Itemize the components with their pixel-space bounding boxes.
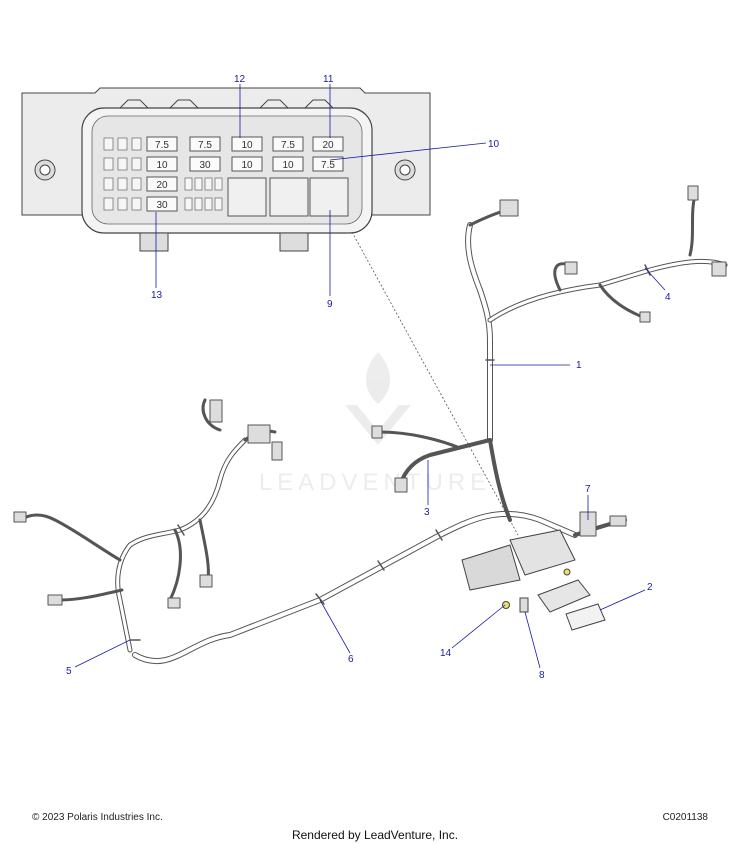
fuse-label-card bbox=[565, 603, 606, 631]
connector bbox=[47, 594, 63, 606]
terminal-slot bbox=[204, 197, 213, 211]
relay bbox=[269, 177, 309, 217]
terminal-slot bbox=[184, 177, 193, 191]
fuse-box-cover bbox=[537, 579, 606, 631]
terminal-slot bbox=[131, 197, 142, 211]
callout-8: 8 bbox=[539, 670, 545, 681]
fuse-label: 30 bbox=[199, 160, 211, 171]
fuse-row-4: 30 bbox=[146, 196, 178, 212]
connector bbox=[167, 597, 181, 609]
callout-labels: 1 2 3 4 5 6 7 8 9 10 11 12 13 14 bbox=[66, 74, 671, 681]
callout-11: 11 bbox=[323, 74, 334, 85]
terminal-slot bbox=[103, 137, 114, 151]
terminal-slot bbox=[214, 197, 223, 211]
callout-12: 12 bbox=[234, 74, 246, 85]
fuse-label: 7.5 bbox=[155, 140, 169, 151]
connector bbox=[609, 515, 627, 527]
terminal-slot bbox=[117, 157, 128, 171]
terminal-slot bbox=[131, 177, 142, 191]
connector bbox=[639, 311, 651, 323]
connector bbox=[271, 441, 283, 461]
callout-4: 4 bbox=[665, 292, 671, 303]
callout-6: 6 bbox=[348, 654, 354, 665]
callout-10: 10 bbox=[488, 139, 500, 150]
connector bbox=[499, 199, 519, 217]
connector bbox=[394, 477, 408, 493]
clip-part bbox=[519, 597, 529, 613]
fuse-label: 10 bbox=[282, 160, 294, 171]
terminal-slot bbox=[194, 197, 203, 211]
grommet-part bbox=[563, 568, 571, 576]
callout-leaders bbox=[74, 84, 666, 669]
terminal-slot bbox=[117, 197, 128, 211]
terminal-slot bbox=[117, 177, 128, 191]
fuse-label: 7.5 bbox=[321, 160, 335, 171]
installed-fuse-box bbox=[461, 529, 576, 591]
fuse-row-1: 7.5 7.5 10 7.5 20 bbox=[146, 136, 344, 152]
connector bbox=[209, 399, 223, 423]
callout-7: 7 bbox=[585, 484, 591, 495]
fuse-label: 20 bbox=[322, 140, 334, 151]
relay bbox=[227, 177, 267, 217]
terminal-slot bbox=[131, 137, 142, 151]
fuse-row-3: 20 bbox=[146, 176, 178, 192]
terminal-slot bbox=[214, 177, 223, 191]
leadventure-watermark: LEADVENTURE bbox=[259, 352, 491, 496]
fuse-box: 7.5 7.5 10 7.5 20 10 30 10 10 7.5 20 bbox=[21, 87, 431, 252]
connector bbox=[371, 425, 383, 439]
grommet-part bbox=[502, 601, 510, 609]
fuse-label: 7.5 bbox=[198, 140, 212, 151]
callout-5: 5 bbox=[66, 666, 72, 677]
terminal-slot bbox=[117, 137, 128, 151]
relay bbox=[309, 177, 349, 217]
fuse-label: 20 bbox=[156, 180, 168, 191]
callout-14: 14 bbox=[440, 648, 452, 659]
callout-1: 1 bbox=[576, 360, 582, 371]
terminal-slot bbox=[103, 177, 114, 191]
terminal-slot bbox=[131, 157, 142, 171]
connector bbox=[711, 261, 727, 277]
fuse-label: 7.5 bbox=[281, 140, 295, 151]
connector bbox=[247, 424, 271, 444]
callout-9: 9 bbox=[327, 299, 333, 310]
fuse-row-2: 10 30 10 10 7.5 bbox=[146, 156, 344, 172]
terminal-slot bbox=[184, 197, 193, 211]
terminal-slot bbox=[194, 177, 203, 191]
rendered-by-link[interactable]: Rendered by LeadVenture, Inc. bbox=[291, 828, 459, 842]
terminal-slot bbox=[204, 177, 213, 191]
connector bbox=[564, 261, 578, 275]
fuse-label: 30 bbox=[156, 200, 168, 211]
projection-line bbox=[351, 231, 519, 536]
fuse-label: 10 bbox=[241, 140, 253, 151]
fuse-label: 10 bbox=[241, 160, 253, 171]
part-code: C0201138 bbox=[662, 812, 708, 823]
connector bbox=[199, 574, 213, 588]
fuse-label: 10 bbox=[156, 160, 168, 171]
fuse-terminal-grid bbox=[103, 137, 223, 211]
callout-2: 2 bbox=[647, 582, 653, 593]
callout-13: 13 bbox=[151, 290, 163, 301]
connector bbox=[687, 185, 699, 201]
wiring-harness bbox=[13, 185, 728, 664]
copyright-text: © 2023 Polaris Industries Inc. bbox=[32, 812, 163, 823]
callout-3: 3 bbox=[424, 507, 430, 518]
connector bbox=[13, 511, 27, 523]
watermark-text: LEADVENTURE bbox=[259, 469, 491, 496]
terminal-slot bbox=[103, 197, 114, 211]
terminal-slot bbox=[103, 157, 114, 171]
